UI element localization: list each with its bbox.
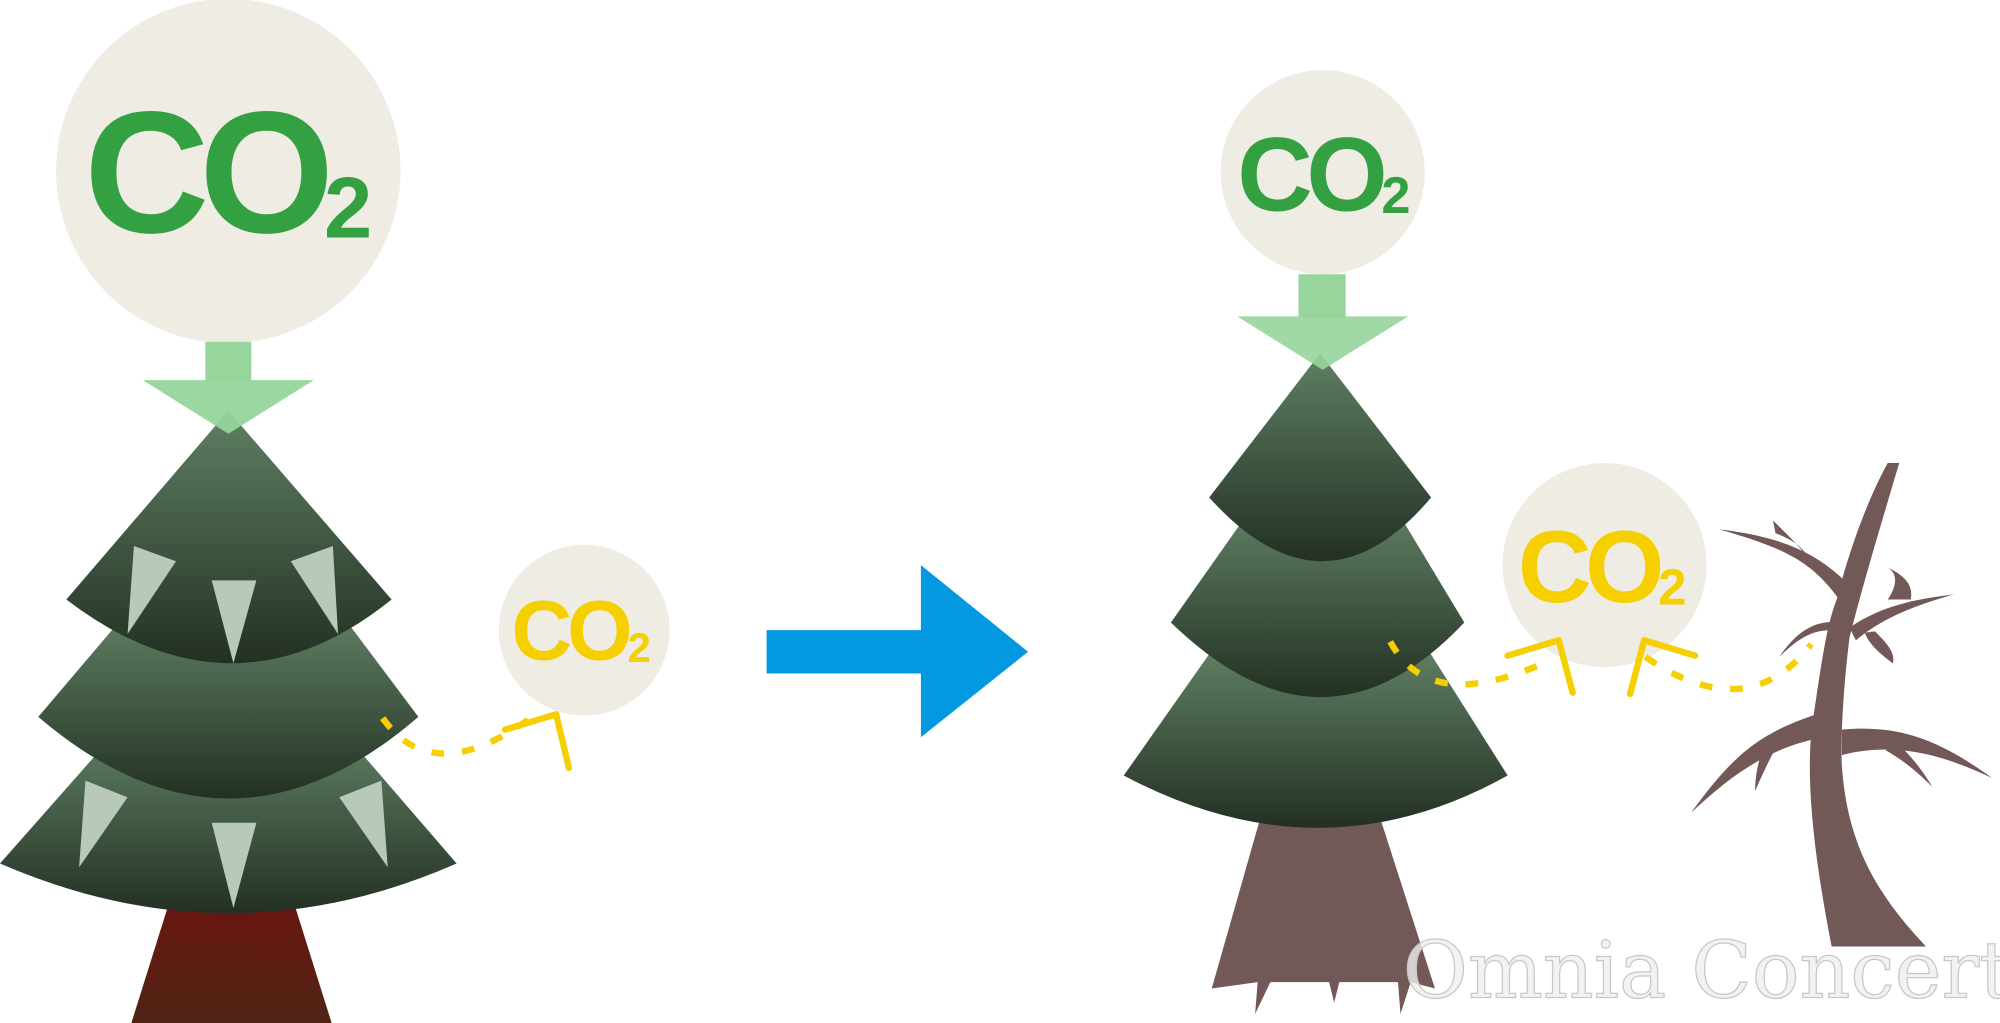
co2-label: CO <box>84 75 327 269</box>
tree-tier-top <box>1209 353 1432 562</box>
co2-released-medium: CO2 <box>1387 463 1814 698</box>
co2-absorbed-large: CO2 <box>56 0 401 434</box>
tree-tier-bottom <box>1123 650 1508 828</box>
co2-label: CO <box>511 583 629 677</box>
transition-arrow-icon <box>766 565 1029 738</box>
tree-highlights <box>79 545 388 909</box>
co2-label: CO <box>1237 116 1383 233</box>
healthy-tree <box>0 410 457 1023</box>
co2-label: CO <box>1518 510 1661 624</box>
tree-trunk <box>1211 778 1435 1015</box>
watermark: Omnia Concerto <box>1403 924 2000 1016</box>
svg-text:CO2: CO2 <box>84 75 369 269</box>
reduced-tree <box>1123 353 1508 1015</box>
down-arrow-icon <box>142 380 314 434</box>
dead-tree <box>1691 463 1993 947</box>
tree-tier-middle <box>38 614 419 799</box>
svg-text:CO2: CO2 <box>511 583 649 677</box>
down-arrow-icon <box>1237 316 1409 370</box>
svg-text:CO2: CO2 <box>1237 116 1408 233</box>
tree-trunk <box>131 892 332 1023</box>
co2-absorbed-medium: CO2 <box>1220 70 1425 370</box>
tree-tier-middle <box>1170 510 1465 698</box>
co2-released-small: CO2 <box>380 544 670 772</box>
